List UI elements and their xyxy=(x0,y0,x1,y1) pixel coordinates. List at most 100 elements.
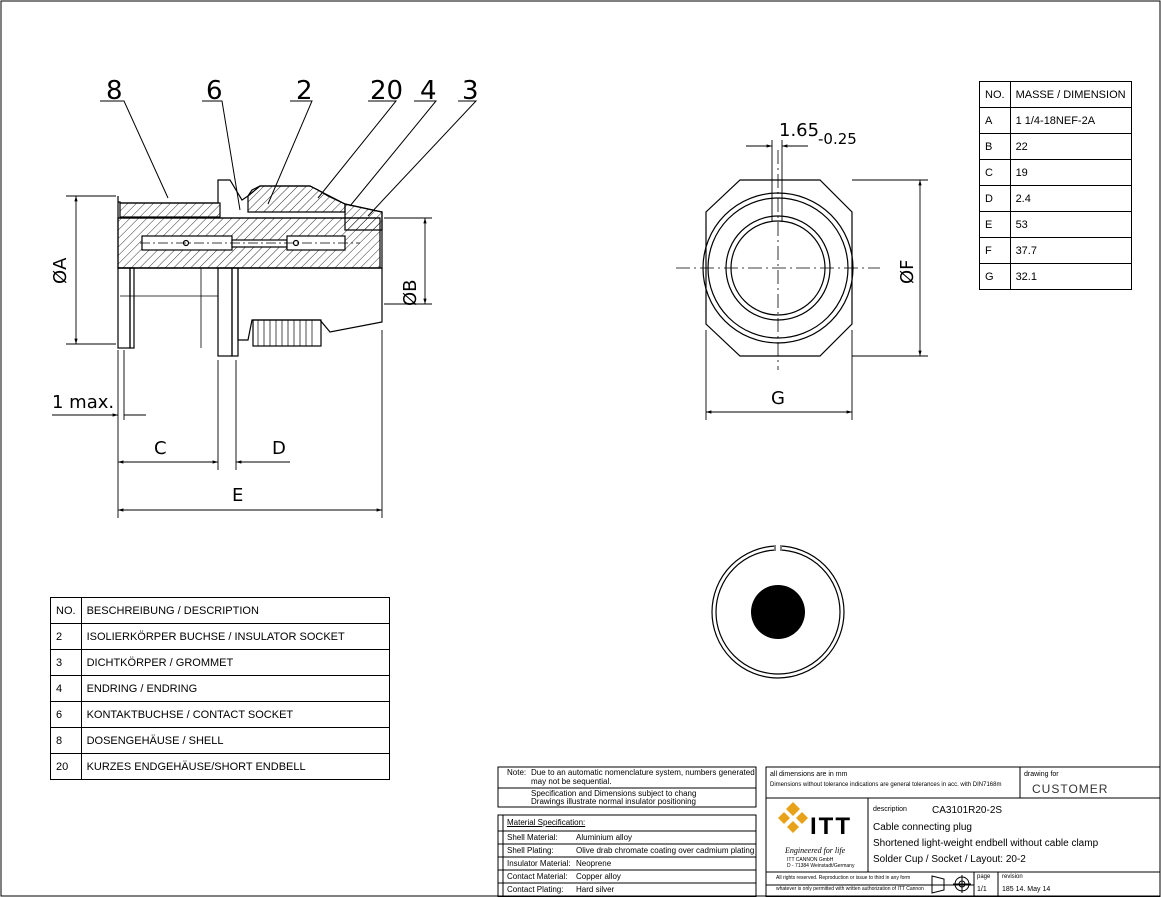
dim-value: 32.1 xyxy=(1009,263,1132,290)
notes-label: Note: xyxy=(507,768,527,777)
part-description: DICHTKÖRPER / GROMMET xyxy=(80,649,391,676)
dim-key: F xyxy=(979,237,1011,264)
itt-logo xyxy=(778,802,808,833)
company-line-2: D - 71384 Weinstadt/Germany xyxy=(787,863,855,869)
dim-value: 19 xyxy=(1009,159,1132,186)
part-description: KURZES ENDGEHÄUSE/SHORT ENDBELL xyxy=(80,753,391,780)
description-header-description: BESCHREIBUNG / DESCRIPTION xyxy=(80,597,391,624)
material-value: Copper alloy xyxy=(576,872,621,881)
units-note: all dimensions are in mm xyxy=(770,771,848,778)
dim-key: G xyxy=(979,263,1011,290)
revision-label: revision xyxy=(1002,874,1023,880)
contact-socket-mark xyxy=(751,585,805,639)
brand-name: ITT xyxy=(810,813,852,840)
dim-value: 37.7 xyxy=(1009,237,1132,264)
dimension-table-header: NO. MASSE / DIMENSION xyxy=(979,81,1132,108)
dim-key: B xyxy=(979,133,1011,160)
dim-key: E xyxy=(979,211,1011,238)
description-table-header: NO. BESCHREIBUNG / DESCRIPTION xyxy=(50,597,391,624)
keyway-tolerance: -0.25 xyxy=(818,130,857,148)
dimension-header-no: NO. xyxy=(979,81,1011,108)
description-header-no: NO. xyxy=(50,597,82,624)
tolerance-note: Dimensions without tolerance indications… xyxy=(770,782,1002,788)
part-no: 4 xyxy=(50,675,82,702)
material-label: Contact Plating: xyxy=(507,885,564,894)
balloon-3: 3 xyxy=(462,76,479,106)
dim-key: A xyxy=(979,107,1011,134)
material-value: Neoprene xyxy=(576,859,612,868)
part-no: 20 xyxy=(50,753,82,780)
description-line-1: Cable connecting plug xyxy=(873,822,972,833)
balloon-8: 8 xyxy=(106,76,123,106)
dim-label-1max: 1 max. xyxy=(52,392,114,413)
brand-tagline: Engineered for life xyxy=(785,846,846,855)
dimension-header-dimension: MASSE / DIMENSION xyxy=(1009,81,1132,108)
part-no: 3 xyxy=(50,649,82,676)
dim-label-A: ØA xyxy=(50,257,71,284)
side-section-view xyxy=(117,179,383,357)
description-line-3: Solder Cup / Socket / Layout: 20-2 xyxy=(873,854,1026,865)
balloon-6: 6 xyxy=(206,76,223,106)
dim-value: 2.4 xyxy=(1009,185,1132,212)
drawing-for-value: CUSTOMER xyxy=(1032,782,1109,796)
end-view-labels: 1.65 -0.25 ØF G xyxy=(771,120,918,409)
rights-line-2: whatever is only permitted with written … xyxy=(776,886,924,892)
dim-label-C: C xyxy=(154,438,167,459)
material-value: Olive drab chromate coating over cadmium… xyxy=(576,846,755,855)
page-value: 1/1 xyxy=(977,886,987,893)
balloon-leaders xyxy=(100,100,478,217)
dim-label-E: E xyxy=(232,485,243,506)
part-no: 2 xyxy=(50,623,82,650)
rights-line-1: All rights reserved. Reproduction or iss… xyxy=(776,875,911,881)
part-description: DOSENGEHÄUSE / SHELL xyxy=(80,727,391,754)
end-view xyxy=(676,140,928,420)
balloon-numbers: 8 6 2 20 4 3 xyxy=(106,76,479,106)
company-line-1: ITT CANNON GmbH xyxy=(787,857,834,863)
material-label: Shell Plating: xyxy=(507,846,554,855)
title-block-frames xyxy=(497,766,1161,897)
drawing-for-label: drawing for xyxy=(1024,771,1059,778)
revision-value: 185 14. May 14 xyxy=(1002,886,1051,893)
part-description: KONTAKTBUCHSE / CONTACT SOCKET xyxy=(80,701,391,728)
material-label: Contact Material: xyxy=(507,872,568,881)
part-description: ENDRING / ENDRING xyxy=(80,675,391,702)
dim-value: 1 1/4-18NEF-2A xyxy=(1009,107,1132,134)
notes-line-1: Due to an automatic nomenclature system,… xyxy=(531,768,755,777)
material-value: Hard silver xyxy=(576,885,615,894)
notes-line-2: may not be sequential. xyxy=(531,777,612,786)
side-dimension-lines xyxy=(52,195,432,518)
balloon-2: 2 xyxy=(296,76,313,106)
dim-value: 22 xyxy=(1009,133,1132,160)
part-number: CA3101R20-2S xyxy=(932,805,1003,816)
description-label: description xyxy=(873,806,907,813)
part-no: 8 xyxy=(50,727,82,754)
material-label: Insulator Material: xyxy=(507,859,571,868)
dim-label-F: ØF xyxy=(897,259,918,284)
part-no: 6 xyxy=(50,701,82,728)
balloon-20: 20 xyxy=(370,76,403,106)
side-dimension-labels: ØA ØB C D E 1 max. xyxy=(50,257,421,506)
dim-label-G: G xyxy=(771,388,785,409)
dim-label-B: ØB xyxy=(400,279,421,306)
dim-label-D: D xyxy=(272,438,286,459)
dim-value: 53 xyxy=(1009,211,1132,238)
material-value: Aluminium alloy xyxy=(576,833,633,842)
notes-line-3: Specification and Dimensions subject to … xyxy=(531,789,697,798)
notes-line-4: Drawings illustrate normal insulator pos… xyxy=(531,797,696,806)
